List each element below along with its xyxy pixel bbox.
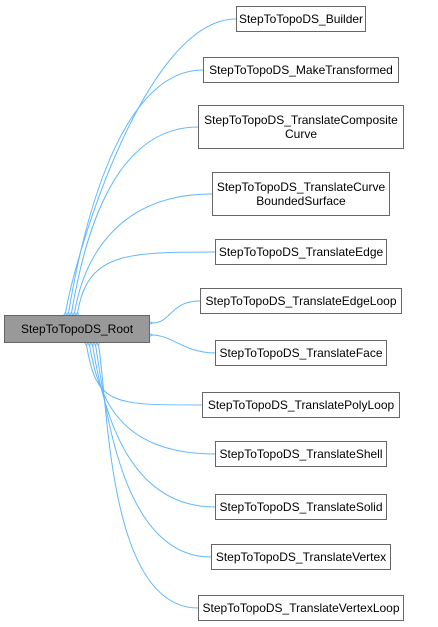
derived-class-label-line: Curve (284, 127, 317, 141)
derived-class-label: StepToTopoDS_TranslateFace (220, 346, 383, 360)
inheritance-edge (66, 18, 237, 313)
derived-class-label-line: StepToTopoDS_TranslateCurve (216, 180, 386, 194)
derived-class-node[interactable]: StepToTopoDS_TranslateVertexLoop (198, 595, 404, 621)
inheritance-edge (87, 345, 203, 406)
derived-class-label-line: StepToTopoDS_TranslateShell (219, 447, 383, 461)
derived-class-label: StepToTopoDS_TranslateVertexLoop (203, 601, 400, 615)
derived-class-label-line: StepToTopoDS_Builder (238, 12, 364, 26)
inheritance-edge (96, 345, 212, 558)
derived-class-label-line: BoundedSurface (256, 194, 346, 208)
derived-class-node[interactable]: StepToTopoDS_TranslateEdgeLoop (200, 288, 402, 314)
root-class-label: StepToTopoDS_Root (20, 322, 134, 336)
derived-class-node[interactable]: StepToTopoDS_Builder (236, 6, 366, 32)
derived-class-label: StepToTopoDS_TranslateVertex (216, 550, 386, 564)
derived-class-label-line: StepToTopoDS_TranslateComposite (204, 113, 398, 127)
root-class-node: StepToTopoDS_Root (4, 315, 150, 343)
inheritance-edge (99, 345, 199, 609)
inheritance-edge (152, 335, 216, 354)
derived-class-label-line: StepToTopoDS_TranslateVertexLoop (202, 601, 400, 615)
derived-class-label-line: StepToTopoDS_TranslatePolyLoop (207, 398, 395, 412)
inheritance-edge (75, 193, 213, 313)
derived-class-label-line: StepToTopoDS_TranslateEdgeLoop (205, 294, 397, 308)
derived-class-label: StepToTopoDS_MakeTransformed (209, 63, 393, 77)
derived-class-label-line: StepToTopoDS_TranslateSolid (219, 500, 383, 514)
derived-class-label: StepToTopoDS_TranslateShell (220, 447, 383, 461)
inheritance-edge (90, 345, 216, 455)
derived-class-node[interactable]: StepToTopoDS_TranslatePolyLoop (202, 392, 400, 418)
inheritance-edge (69, 69, 204, 313)
derived-class-node[interactable]: StepToTopoDS_TranslateFace (215, 340, 387, 366)
inheritance-edge (93, 345, 216, 508)
derived-class-label: StepToTopoDS_TranslateSolid (220, 500, 383, 514)
inheritance-edge (152, 300, 201, 323)
derived-class-node[interactable]: StepToTopoDS_MakeTransformed (203, 57, 399, 83)
inheritance-edge (78, 251, 216, 313)
derived-class-label-line: StepToTopoDS_TranslateEdge (218, 245, 384, 259)
derived-class-node[interactable]: StepToTopoDS_TranslateVertex (211, 544, 391, 570)
derived-class-label-line: StepToTopoDS_TranslateFace (219, 346, 383, 360)
derived-class-label: StepToTopoDS_TranslateEdgeLoop (205, 294, 396, 308)
derived-class-node[interactable]: StepToTopoDS_TranslateSolid (215, 494, 387, 520)
derived-class-label-line: StepToTopoDS_TranslateVertex (215, 550, 387, 564)
derived-class-label: StepToTopoDS_Builder (239, 12, 363, 26)
derived-class-node[interactable]: StepToTopoDS_TranslateShell (215, 441, 387, 467)
derived-class-label: StepToTopoDS_TranslateEdge (219, 245, 383, 259)
derived-class-label-line: StepToTopoDS_MakeTransformed (209, 63, 393, 77)
derived-class-node[interactable]: StepToTopoDS_TranslateEdge (215, 239, 387, 265)
inheritance-edge (72, 126, 199, 313)
derived-class-label: StepToTopoDS_TranslatePolyLoop (208, 398, 394, 412)
